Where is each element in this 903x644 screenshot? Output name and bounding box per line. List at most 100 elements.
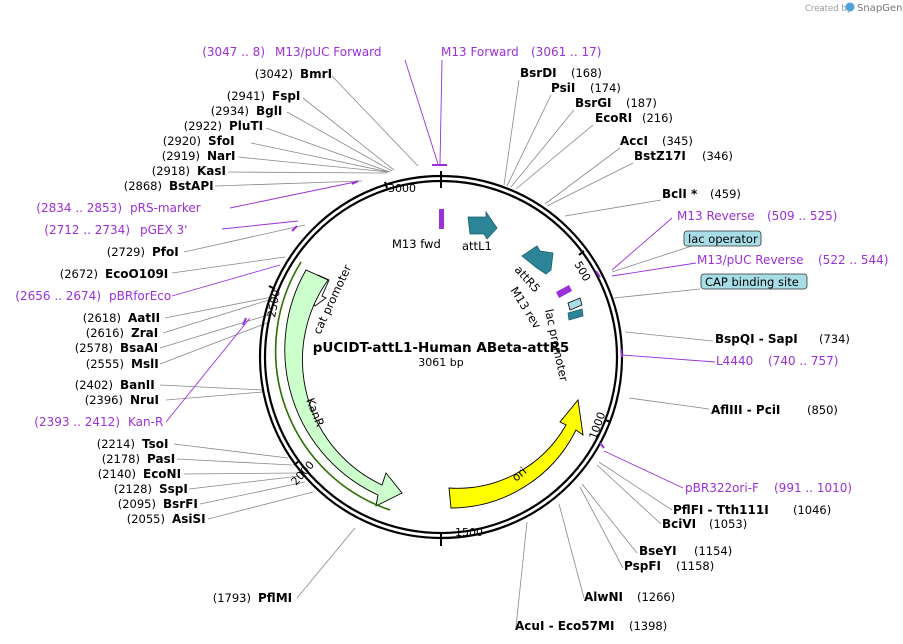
site-label-pfoi[interactable]: PfoI [152,245,179,259]
primer-pos-pgex3: (2712 .. 2734) [44,223,130,237]
site-label-bmri[interactable]: BmrI [300,67,332,81]
right-site-labels: BsrDI (168) PsiI (174) BsrGI (187) EcoRI… [515,66,888,633]
snapgene-logo-icon [845,2,855,12]
site-label-pflmi[interactable]: PflMI [258,591,292,605]
site-label-bspqi-sapi[interactable]: BspQI - SapI [715,332,798,346]
site-pos-pflfi-tth111i: (1046) [793,503,831,517]
primer-pos-prs-marker: (2834 .. 2853) [36,201,122,215]
tick-marks [268,171,612,546]
primer-pos-m13-puc-reverse: (522 .. 544) [818,253,888,267]
site-pos-aatii: (2618) [83,311,121,325]
site-pos-bcivi: (1053) [709,517,747,531]
site-label-psii[interactable]: PsiI [551,81,575,95]
site-label-ecori[interactable]: EcoRI [595,111,632,125]
site-pos-bcli: (459) [710,187,741,201]
site-label-acui-eco57mi[interactable]: AcuI - Eco57MI [515,619,614,633]
site-label-aatii[interactable]: AatII [128,311,160,325]
site-pos-pflmi: (1793) [213,591,251,605]
primer-label-pbrforeco[interactable]: pBRforEco [109,289,171,303]
site-label-bstapi[interactable]: BstAPI [169,179,214,193]
site-pos-bgli: (2934) [211,104,249,118]
site-pos-bspqi-sapi: (734) [819,332,850,346]
primer-label-l4440[interactable]: L4440 [716,354,753,368]
m13-fwd-label: M13 fwd [392,237,441,251]
site-label-fspi[interactable]: FspI [272,89,300,103]
site-label-alwni[interactable]: AlwNI [584,590,623,604]
site-label-bcli[interactable]: BclI * [662,187,698,201]
primer-connector-lines [165,59,716,489]
site-pos-pfoi: (2729) [107,245,145,259]
site-label-bseyi[interactable]: BseYI [639,544,677,558]
m13-rev-label: M13 rev [507,284,544,331]
primer-pos-m13-puc-forward: (3047 .. 8) [202,45,265,59]
site-label-nrui[interactable]: NruI [130,393,159,407]
site-label-pspfi[interactable]: PspFI [624,559,661,573]
site-pos-psii: (174) [590,81,621,95]
feature-m13-rev: M13 rev [507,284,572,331]
site-pos-tsoi: (2214) [97,437,135,451]
plasmid-length: 3061 bp [418,356,463,369]
primer-label-prs-marker[interactable]: pRS-marker [130,201,201,215]
feature-label-lac-operator: lac operator [688,232,758,246]
lac-operator-box[interactable] [683,230,762,247]
feature-attL1: attL1 [462,210,498,253]
site-label-pflfi-tth111i[interactable]: PflFI - Tth111I [673,503,769,517]
site-label-bsaai[interactable]: BsaAI [120,341,158,355]
site-pos-bmri: (3042) [255,67,293,81]
connector-lines [159,75,714,628]
site-label-asisi[interactable]: AsiSI [172,512,206,526]
site-pos-acui-eco57mi: (1398) [629,619,667,633]
site-label-bsrdi[interactable]: BsrDI [520,66,557,80]
site-pos-afliii-pcii: (850) [807,403,838,417]
site-pos-alwni: (1266) [637,590,675,604]
tick-label-1000: 1000 [587,410,609,441]
site-label-afliii-pcii[interactable]: AflIII - PciI [711,403,780,417]
site-label-pluti[interactable]: PluTI [229,119,263,133]
site-pos-fspi: (2941) [227,89,265,103]
primer-label-m13-puc-reverse[interactable]: M13/pUC Reverse [697,253,804,267]
site-pos-pluti: (2922) [184,119,222,133]
primer-label-kan-r[interactable]: Kan-R [128,415,163,429]
cap-binding-site-box[interactable] [700,273,808,290]
primer-label-m13-reverse[interactable]: M13 Reverse [677,209,755,223]
site-label-nari[interactable]: NarI [207,149,236,163]
plasmid-name: pUCIDT-attL1-Human ABeta-attR5 [313,340,569,356]
primer-pos-l4440: (740 .. 757) [768,354,838,368]
site-pos-ecori: (216) [642,111,673,125]
site-label-bstz17i[interactable]: BstZ17I [634,149,686,163]
site-pos-sspi: (2128) [114,482,152,496]
site-label-acci[interactable]: AccI [620,134,648,148]
site-label-bsrfi[interactable]: BsrFI [163,497,198,511]
site-label-ecoo109i[interactable]: EcoO109I [105,267,168,281]
site-pos-bsaai: (2578) [75,341,113,355]
primer-label-pgex3[interactable]: pGEX 3' [140,223,187,237]
site-label-sspi[interactable]: SspI [159,482,188,496]
site-label-bsrgi[interactable]: BsrGI [575,96,612,110]
left-site-labels: (3047 .. 8) M13/pUC Forward M13 Forward … [15,45,601,605]
credit-prefix: Created by [805,4,852,14]
primer-label-pbr322ori-f[interactable]: pBR322ori-F [685,481,759,495]
site-label-kasi[interactable]: KasI [197,164,226,178]
primer-label-m13-forward[interactable]: M13 Forward [441,45,519,59]
site-pos-bstapi: (2868) [124,179,162,193]
primer-pos-pbr322ori-f: (991 .. 1010) [774,481,852,495]
site-pos-kasi: (2918) [152,164,190,178]
site-pos-ecoo109i: (2672) [60,267,98,281]
primer-pos-m13-reverse: (509 .. 525) [767,209,837,223]
site-label-sfoi[interactable]: SfoI [208,134,235,148]
site-label-zrai[interactable]: ZraI [131,326,158,340]
tick-label-2500: 2500 [265,289,283,319]
site-pos-bsrgi: (187) [626,96,657,110]
site-pos-msli: (2555) [86,357,124,371]
attL1-label: attL1 [462,239,492,253]
site-label-bgli[interactable]: BglI [256,104,282,118]
primer-pos-pbrforeco: (2656 .. 2674) [15,289,101,303]
site-label-bcivi[interactable]: BciVI [662,517,696,531]
site-label-econi[interactable]: EcoNI [143,467,181,481]
primer-pos-kan-r: (2393 .. 2412) [34,415,120,429]
primer-label-m13-puc-forward[interactable]: M13/pUC Forward [275,45,382,59]
site-label-tsoi[interactable]: TsoI [142,437,168,451]
site-label-pasi[interactable]: PasI [147,452,175,466]
site-label-msli[interactable]: MslI [131,357,159,371]
site-label-banii[interactable]: BanII [120,378,155,392]
